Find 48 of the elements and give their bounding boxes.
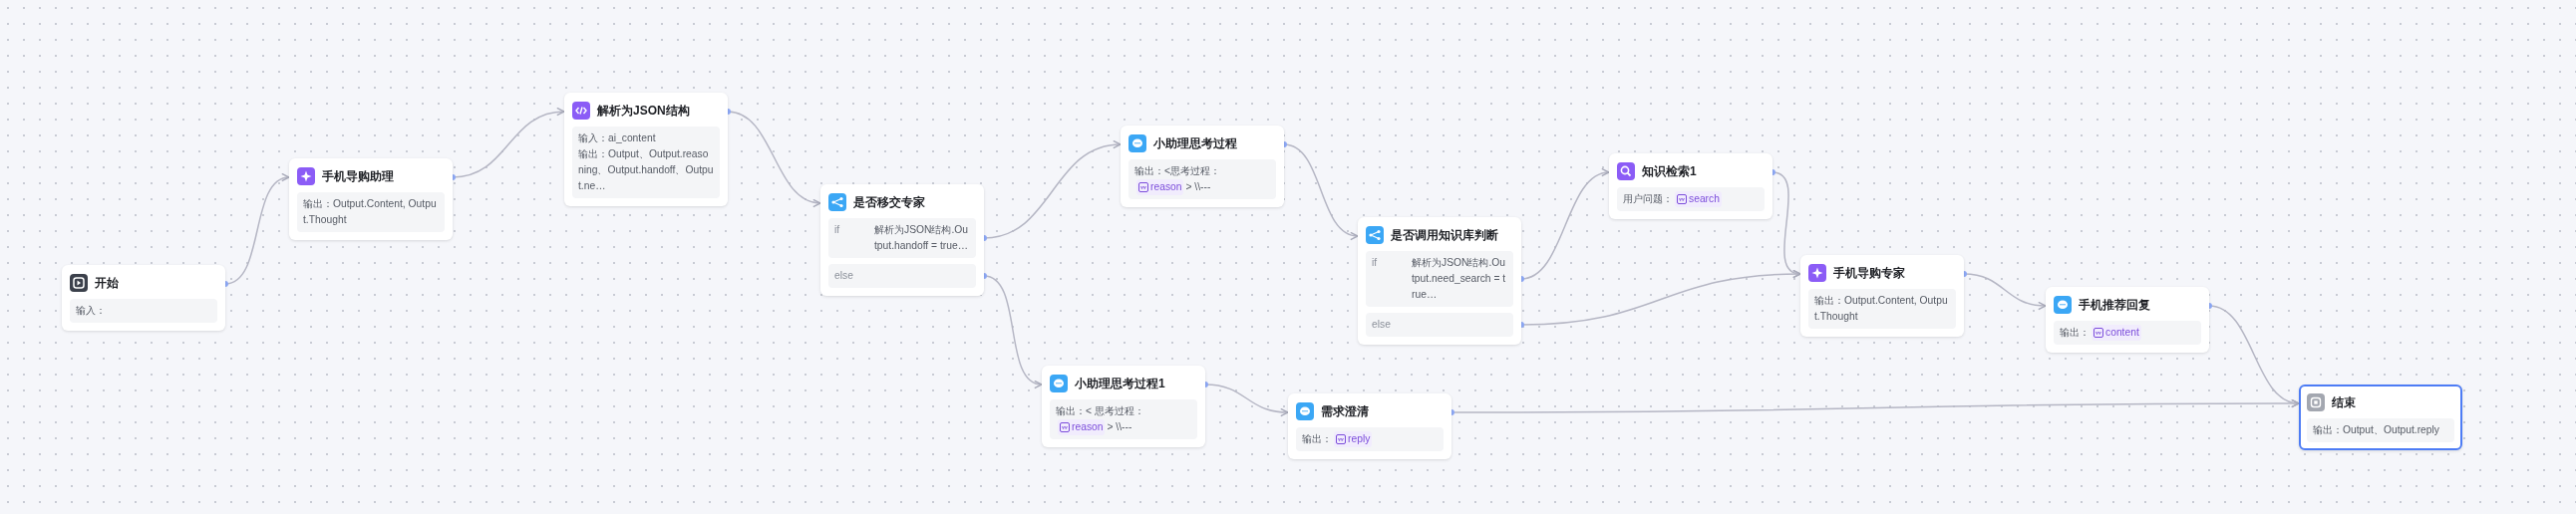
node-card (1288, 393, 1451, 459)
condition-text: 解析为JSON结构.Output.need_search = true… (1412, 256, 1507, 302)
node-card (62, 265, 225, 331)
field-text: > \\--- (1185, 181, 1211, 192)
field-text: 输出：Output.Content, Output.Thought (1814, 294, 1949, 324)
variable-name: search (1689, 192, 1720, 206)
node-title: 需求澄清 (1321, 402, 1369, 420)
variable-name: reason (1072, 420, 1104, 434)
condition-card (820, 184, 984, 296)
field-text: 输出：<思考过程： (1134, 165, 1220, 176)
field-text: 输入： (76, 304, 107, 318)
node-title: 知识检索1 (1642, 162, 1697, 180)
node-title: 小助理思考过程 (1153, 134, 1237, 152)
condition-keyword: if (834, 223, 841, 237)
node-title: 结束 (2332, 393, 2356, 411)
node-card (1800, 255, 1964, 337)
condition-keyword: if (1372, 256, 1379, 270)
condition-keyword: else (834, 270, 853, 281)
field-text: 输出： (1302, 433, 1332, 444)
condition-text: 解析为JSON结构.Output.handoff = true… (874, 223, 970, 253)
variable-name: reason (1150, 180, 1182, 194)
node-card (1121, 126, 1284, 207)
variable-name: content (2105, 326, 2139, 340)
field-text: 输出：Output、Output.reply (2313, 423, 2440, 437)
node-card (2299, 385, 2462, 450)
node-card (564, 93, 728, 206)
node-title: 开始 (95, 274, 119, 292)
condition-card (1358, 217, 1521, 345)
field-text: 输出：< 思考过程： (1056, 405, 1144, 416)
node-title: 是否调用知识库判断 (1391, 226, 1498, 244)
field-text: 输出：Output、Output.reasoning、Output.handoff、Output.ne… (578, 147, 714, 193)
node-title: 手机导购专家 (1833, 264, 1905, 282)
node-title: 手机导购助理 (322, 167, 394, 185)
field-text: > \\--- (1107, 421, 1132, 432)
node-title: 是否移交专家 (853, 193, 925, 211)
field-text: 输出： (2060, 327, 2090, 338)
node-title: 小助理思考过程1 (1075, 375, 1165, 392)
node-card (2046, 287, 2209, 353)
node-title: 解析为JSON结构 (597, 102, 690, 120)
condition-keyword: else (1372, 319, 1391, 330)
field-text: 输出：Output.Content, Output.Thought (303, 197, 438, 227)
field-text: 用户问题： (1623, 193, 1673, 204)
node-card (1609, 153, 1772, 219)
node-title: 手机推荐回复 (2079, 296, 2150, 314)
node-card (289, 158, 453, 240)
variable-name: reply (1348, 432, 1371, 446)
field-text: 输入：ai_content (578, 131, 657, 145)
node-card (1042, 366, 1205, 447)
